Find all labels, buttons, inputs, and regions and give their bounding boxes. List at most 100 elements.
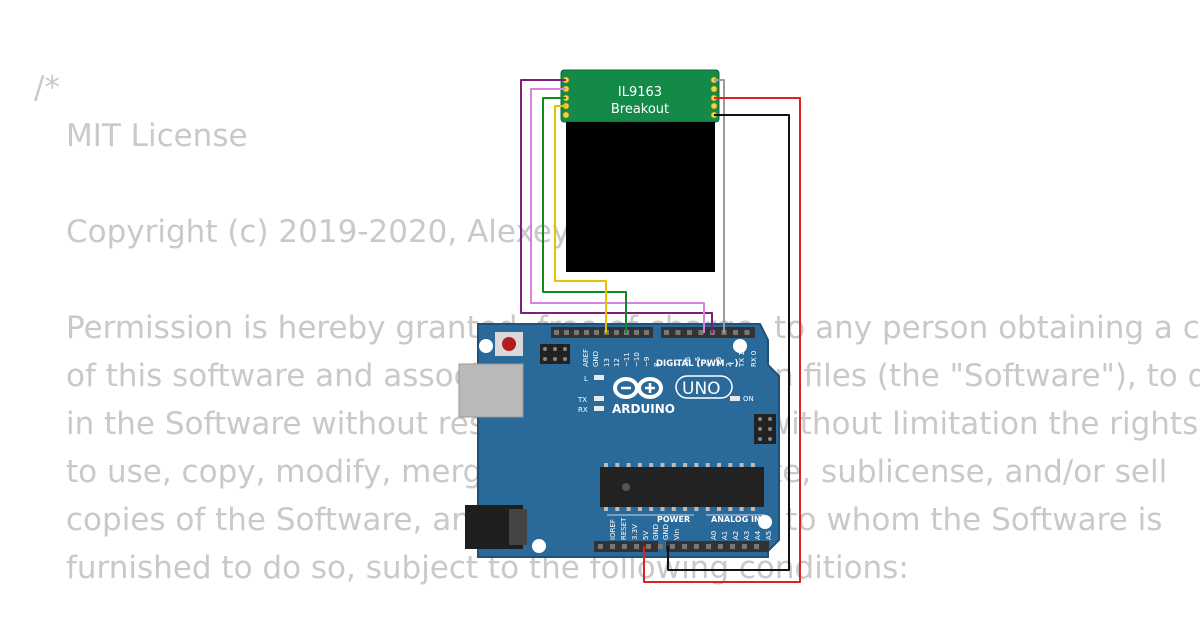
- mounting-hole: [532, 539, 546, 553]
- mounting-hole: [758, 515, 772, 529]
- chip-pin: [694, 507, 699, 511]
- chip-pin: [637, 463, 642, 467]
- pin-hole: [634, 330, 639, 335]
- chip-pin: [750, 507, 755, 511]
- chip-pin: [615, 463, 620, 467]
- wire-gray[interactable]: [714, 79, 725, 333]
- power-pin-label: GND: [662, 524, 670, 540]
- led-rx-label: RX: [578, 406, 588, 414]
- digital-header-label: DIGITAL (PWM ~): [656, 359, 738, 369]
- chip-pin: [717, 463, 721, 467]
- chip-pin: [683, 507, 688, 511]
- chip-pin: [739, 463, 744, 467]
- chip-pin: [660, 507, 665, 511]
- wire-red[interactable]: [643, 97, 801, 583]
- display-title-line2: Breakout: [611, 102, 669, 117]
- pin-hole: [646, 544, 651, 549]
- pin-hole: [594, 330, 599, 335]
- wire-yellow[interactable]: [554, 105, 607, 333]
- display-screen: [566, 122, 715, 272]
- digital-pin-label: ~9: [643, 357, 651, 367]
- digital-pin-label: 13: [603, 358, 611, 367]
- pin-hole: [733, 330, 738, 335]
- power-pin-header: [594, 541, 769, 552]
- wire-black[interactable]: [667, 114, 790, 571]
- icsp-header: [754, 414, 776, 444]
- chip-pin: [705, 463, 710, 467]
- digital-pin-label: ~5: [694, 357, 702, 367]
- chip-pin: [694, 463, 699, 467]
- led-on: [730, 396, 740, 401]
- pin-hole: [658, 544, 663, 549]
- il9163-display-breakout[interactable]: IL9163 Breakout: [560, 69, 720, 272]
- pin-hole: [634, 544, 639, 549]
- power-pin-label: Vin: [673, 529, 681, 540]
- microcontroller-chip: [600, 463, 764, 511]
- digital-pin-label: 7: [674, 363, 682, 367]
- pin-hole: [682, 544, 687, 549]
- led-rx: [594, 406, 604, 411]
- analog-pin-label: A3: [743, 531, 751, 540]
- chip-pin: [649, 507, 654, 511]
- digital-pin-label: ~6: [684, 356, 692, 367]
- usb-connector: [458, 363, 524, 418]
- chip-pin: [683, 463, 688, 467]
- digital-pin-label: 8: [653, 363, 661, 367]
- chip-pin: [717, 507, 721, 511]
- analog-pin-label: A5: [765, 531, 773, 540]
- chip-pin: [750, 463, 755, 467]
- mounting-hole: [733, 339, 747, 353]
- mounting-hole: [479, 339, 493, 353]
- pin-hole: [614, 330, 619, 335]
- pin-hole: [698, 330, 704, 335]
- wire-purple[interactable]: [520, 79, 713, 333]
- led-l: [594, 375, 604, 380]
- reset-button[interactable]: [495, 332, 523, 356]
- digital-pin-label: TX 1: [738, 351, 746, 368]
- wires: [520, 79, 801, 583]
- power-pin-label: 3.3V: [631, 524, 639, 540]
- led-tx-label: TX: [577, 396, 587, 404]
- chip-pin: [649, 463, 654, 467]
- pin-hole: [754, 544, 759, 549]
- pin-hole: [670, 544, 675, 549]
- power-pin-label: RESET: [620, 517, 628, 540]
- digital-pin-label: RX 0: [750, 351, 758, 367]
- analog-header-label: ANALOG IN: [711, 515, 761, 524]
- pin-hole: [584, 330, 589, 335]
- digital-pin-label: ~3: [715, 357, 723, 367]
- pin-hole: [564, 330, 569, 335]
- pin-hole: [554, 330, 559, 335]
- pin-hole: [742, 544, 747, 549]
- pin-hole: [574, 330, 579, 335]
- pin-hole: [598, 544, 603, 549]
- chip-pin: [728, 507, 733, 511]
- pin-hole: [694, 544, 699, 549]
- wire-green[interactable]: [542, 97, 627, 333]
- wire-violet[interactable]: [530, 88, 705, 333]
- power-jack-back: [509, 509, 527, 545]
- chip-pin: [671, 507, 676, 511]
- digital-pin-label: GND: [592, 351, 600, 367]
- chip-pin: [739, 507, 744, 511]
- pin-hole: [622, 544, 627, 549]
- pin-hole: [718, 544, 723, 549]
- digital-pin-label: ~11: [623, 352, 631, 367]
- chip-pin: [626, 463, 631, 467]
- arduino-logo-text: ARDUINO: [612, 402, 675, 416]
- pin-hole: [744, 330, 750, 335]
- power-header-label: POWER: [657, 515, 690, 524]
- pin-hole: [687, 330, 692, 335]
- analog-pin-label: A4: [754, 530, 762, 540]
- led-tx: [594, 396, 604, 401]
- chip-pin: [626, 507, 631, 511]
- pin-hole: [706, 544, 711, 549]
- digital-pin-label: 12: [613, 358, 621, 367]
- led-on-label: ON: [743, 395, 754, 403]
- digital-pin-label: 2: [725, 363, 733, 367]
- analog-pin-label: A2: [732, 531, 740, 540]
